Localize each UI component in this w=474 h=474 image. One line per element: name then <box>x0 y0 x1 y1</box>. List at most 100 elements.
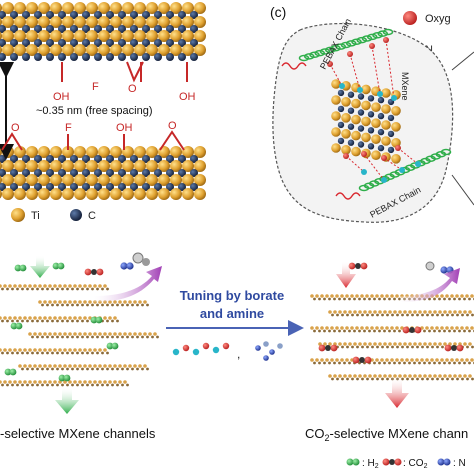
layer-atom <box>318 329 321 333</box>
ti-atom <box>86 146 98 158</box>
layer-atom <box>313 329 316 333</box>
layer-atom <box>431 313 434 317</box>
layer-atom <box>146 367 149 371</box>
layer-atom <box>56 367 59 371</box>
layer-atom <box>78 316 82 320</box>
layer-atom <box>8 316 12 320</box>
ti-atom <box>98 2 110 14</box>
ti-atom <box>86 44 98 56</box>
ti-atom <box>74 16 86 28</box>
pebax-chain-top <box>281 28 394 70</box>
h-bond <box>385 39 395 99</box>
c-atom <box>142 155 150 163</box>
ti-atom <box>62 174 74 186</box>
layer-atom <box>438 297 441 301</box>
layer-atom <box>6 351 9 355</box>
layer-atom <box>358 342 362 346</box>
c-atom <box>142 169 150 177</box>
layer-atom <box>128 364 132 368</box>
mxene-label: MXene <box>400 72 410 101</box>
layer-atom <box>106 319 109 323</box>
layer-atom <box>465 326 469 330</box>
c-atom <box>142 53 150 61</box>
layer-atom <box>18 284 22 288</box>
h2-molecule <box>14 264 22 272</box>
ti-atom <box>110 2 122 14</box>
layer-atom <box>373 361 376 365</box>
layer-atom <box>38 364 42 368</box>
c-atom <box>357 125 365 132</box>
c-atom <box>130 169 138 177</box>
layer-atom <box>385 358 389 362</box>
crosslinks <box>327 37 421 183</box>
layer-atom <box>61 287 64 291</box>
ti-atom <box>371 134 381 144</box>
layer-atom <box>26 351 29 355</box>
borate-atom <box>339 83 345 89</box>
c-atom <box>22 25 30 33</box>
layer-atom <box>86 319 89 323</box>
layer-atom <box>38 348 42 352</box>
layer-atom <box>18 380 22 384</box>
layer-atom <box>21 287 24 291</box>
layer-atom <box>116 335 119 339</box>
layer-atom <box>86 351 89 355</box>
c-atom <box>178 155 186 163</box>
layer-atom <box>13 348 17 352</box>
ti-atom <box>170 16 182 28</box>
ch4-molecule <box>132 252 144 264</box>
layer-atom <box>391 313 394 317</box>
c-atom <box>82 169 90 177</box>
ti-atom <box>170 160 182 172</box>
layer-atom <box>43 316 47 320</box>
layer-atom <box>388 374 392 378</box>
layer-atom <box>68 332 72 336</box>
layer-atom <box>395 358 399 362</box>
layer-atom <box>63 332 67 336</box>
layer-atom <box>448 361 451 365</box>
layer-atom <box>433 329 436 333</box>
ti-atom <box>0 31 2 41</box>
layer-atom <box>43 348 47 352</box>
ti-atom <box>134 16 146 28</box>
ti-atom <box>182 44 194 56</box>
ti-atom <box>110 44 122 56</box>
layer-atom <box>48 364 52 368</box>
layer-atom <box>56 383 59 387</box>
c-atom <box>190 25 198 33</box>
layer-atom <box>338 374 342 378</box>
layer-atom <box>83 380 87 384</box>
ti-atom <box>158 174 170 186</box>
layer-atom <box>416 313 419 317</box>
c-atom <box>130 39 138 47</box>
red-arrow-bottom <box>385 378 409 408</box>
layer-atom <box>66 303 69 307</box>
ti-atom <box>38 2 50 14</box>
c-atom <box>190 183 198 191</box>
ti-atom <box>26 30 38 42</box>
ti-atom <box>391 106 401 116</box>
layer-atom <box>383 297 386 301</box>
layer-atom <box>338 361 341 365</box>
layer-atom <box>333 329 336 333</box>
layer-atom <box>458 329 461 333</box>
ti-atom <box>391 122 401 132</box>
layer-atom <box>426 377 429 381</box>
c-atom <box>82 53 90 61</box>
c-atom <box>106 39 114 47</box>
layer-atom <box>81 383 84 387</box>
ti-atom <box>371 118 381 128</box>
layer-atom <box>370 294 374 298</box>
layer-atom <box>375 326 379 330</box>
layer-atom <box>446 313 449 317</box>
h2-molecule <box>111 342 119 350</box>
layer-atom <box>445 294 449 298</box>
layer-atom <box>413 310 417 314</box>
amine-molecule <box>277 343 283 349</box>
c-atom <box>22 53 30 61</box>
c-atom <box>357 109 365 116</box>
layer-atom <box>93 364 97 368</box>
layer-atom <box>353 310 357 314</box>
layer-atom <box>143 332 147 336</box>
ti-atom <box>146 160 158 172</box>
